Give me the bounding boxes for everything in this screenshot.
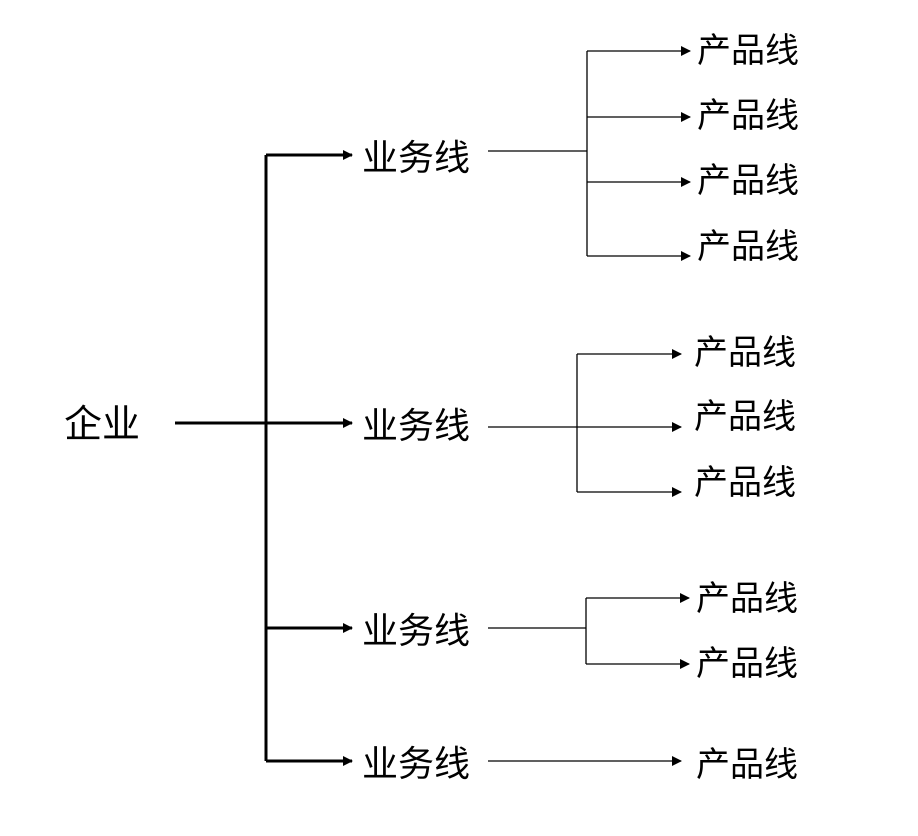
business-line-3-label: 业务线 — [362, 611, 470, 652]
product-2-1-label: 产品线 — [694, 333, 796, 373]
business-line-4-label: 业务线 — [362, 744, 470, 785]
product-3-2-label: 产品线 — [696, 644, 798, 684]
product-1-2-label: 产品线 — [697, 96, 799, 136]
product-1-3-label: 产品线 — [697, 161, 799, 201]
root-node-enterprise: 企业 — [64, 402, 140, 446]
business-line-2-label: 业务线 — [362, 406, 470, 447]
product-3-1-label: 产品线 — [696, 579, 798, 619]
business-line-1-label: 业务线 — [362, 138, 470, 179]
product-2-3-label: 产品线 — [694, 463, 796, 503]
product-1-1-label: 产品线 — [697, 31, 799, 71]
product-4-1-label: 产品线 — [696, 745, 798, 785]
product-2-2-label: 产品线 — [694, 397, 796, 437]
product-1-4-label: 产品线 — [697, 227, 799, 267]
